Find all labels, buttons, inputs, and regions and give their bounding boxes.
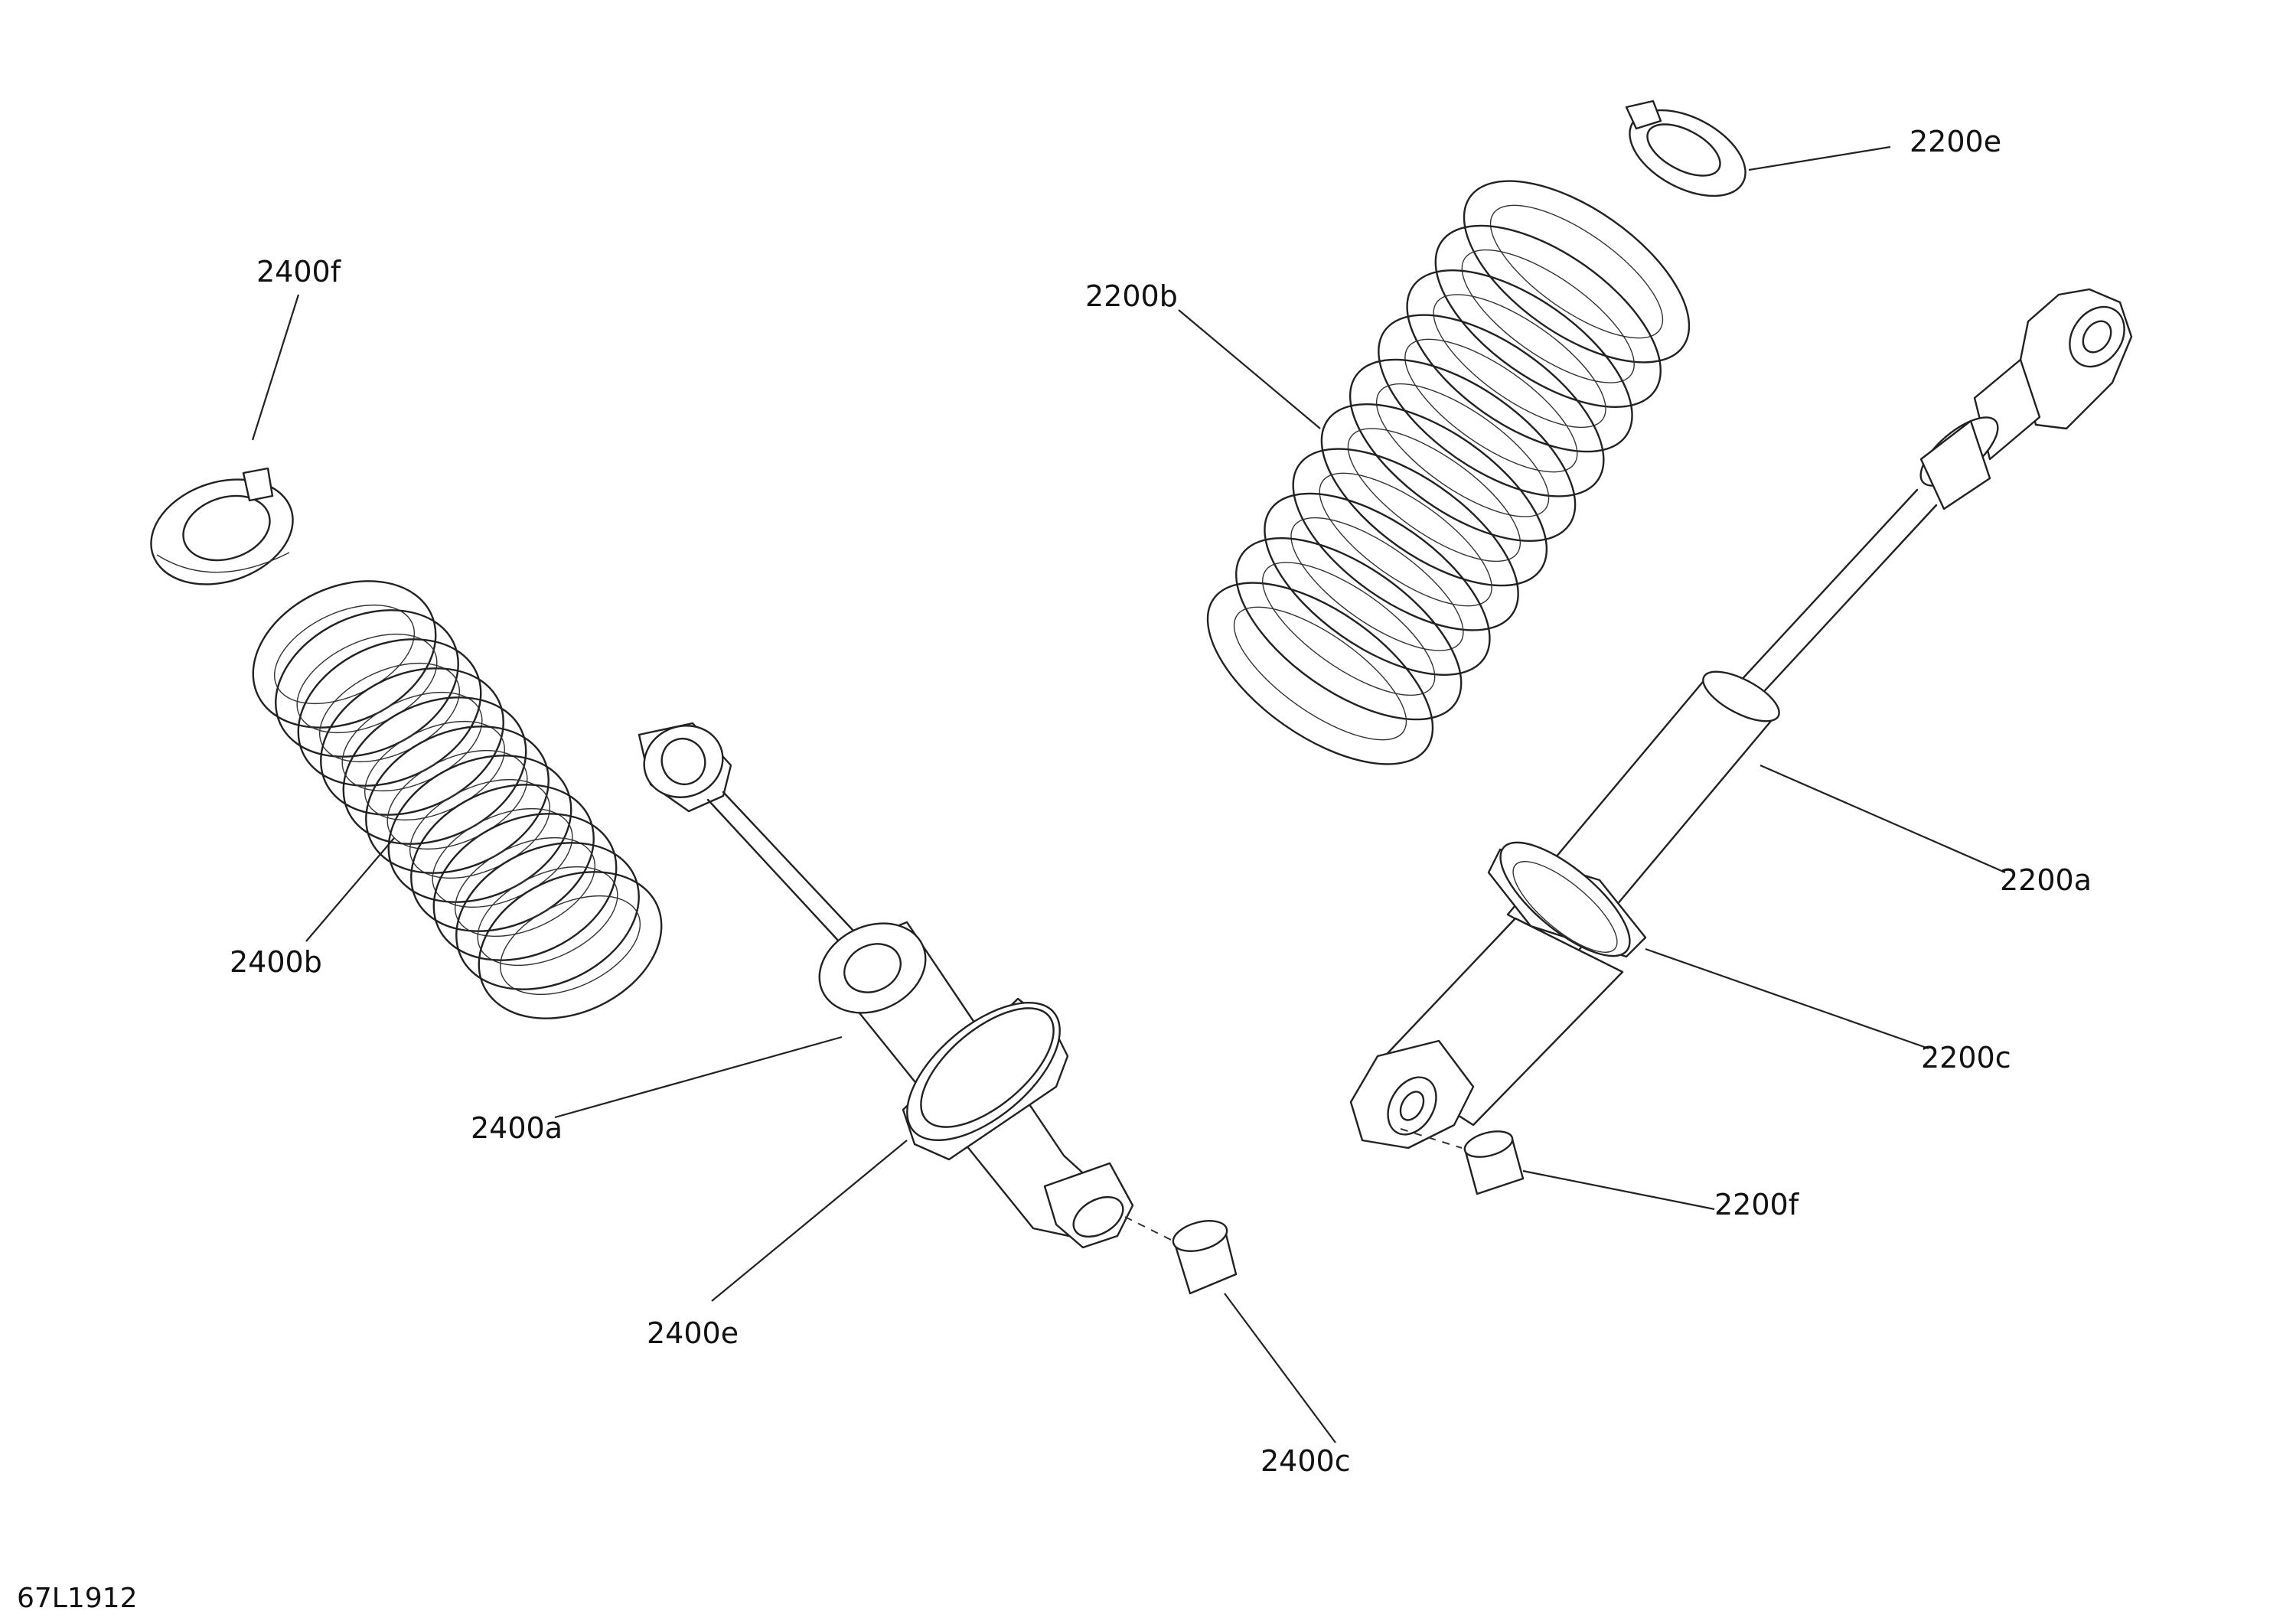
leader-lines	[251, 145, 2006, 1443]
spring-coil-inner	[1319, 472, 1492, 607]
callout-2200e: 2200e	[1910, 125, 2001, 158]
leader-2400a	[554, 1035, 843, 1119]
spring-coil-inner	[477, 866, 618, 967]
part-2200f-bushing	[1400, 1128, 1525, 1195]
leader-2200f	[1522, 1169, 1715, 1211]
spring-coil-inner	[1461, 249, 1635, 383]
spring-coil-inner	[296, 633, 438, 734]
spring-coil	[320, 667, 504, 816]
spring-coil-inner	[1233, 606, 1407, 741]
spring-coil-inner	[386, 749, 528, 850]
callout-2200c: 2200c	[1921, 1041, 2011, 1075]
leader-2400e	[711, 1140, 908, 1302]
spring-coil-inner	[1290, 517, 1464, 651]
spring-coil-inner	[1404, 338, 1578, 473]
part-2200b-coil-spring	[1206, 180, 1691, 765]
spring-coil	[1378, 314, 1605, 497]
spring-coil	[1434, 224, 1662, 408]
leader-2400c	[1224, 1293, 1336, 1443]
callout-2200f: 2200f	[1714, 1188, 1800, 1221]
part-2200c-adjuster-collar	[1512, 861, 1618, 953]
spring-coil-inner	[1375, 383, 1550, 517]
spring-coil	[275, 609, 459, 758]
callout-labels: 2400f 2400b 2400a 2400e 2400c 2200e 2200…	[230, 125, 2092, 1478]
spring-coil-inner	[432, 807, 573, 908]
callout-2400f: 2400f	[256, 255, 342, 289]
part-2400a-shock-body	[638, 722, 1134, 1249]
spring-coil-inner	[1433, 294, 1606, 429]
spring-coil-inner	[499, 895, 641, 996]
part-2200a-shock-body	[1349, 288, 2133, 1150]
spring-coil-inner	[1262, 562, 1436, 696]
spring-coil-inner	[1489, 204, 1664, 339]
spring-coil	[1235, 537, 1463, 721]
leader-2400b	[305, 837, 395, 942]
part-2200e-retainer-ring	[1625, 99, 1746, 197]
part-2400f-retainer-ring	[150, 467, 294, 585]
spring-coil-inner	[454, 836, 596, 938]
spring-coil	[1320, 403, 1548, 587]
leader-2200b	[1178, 309, 1321, 429]
spring-coil	[387, 755, 572, 903]
spring-coil-inner	[1347, 428, 1521, 563]
leader-2200a	[1760, 764, 2006, 874]
leader-2400f	[251, 294, 300, 441]
spring-coil-inner	[273, 604, 416, 705]
spring-coil	[455, 842, 640, 990]
spring-coil	[1406, 269, 1633, 453]
spring-coil-inner	[364, 720, 506, 821]
spring-coil	[342, 696, 527, 845]
drawing-number: 67L1912	[17, 1583, 137, 1614]
spring-coil	[297, 638, 482, 787]
spring-coil	[1349, 358, 1577, 542]
part-2400b-coil-spring	[252, 580, 663, 1019]
spring-coil	[478, 871, 663, 1019]
callout-2200b: 2200b	[1085, 279, 1178, 313]
part-2400c-bushing	[1124, 1216, 1238, 1295]
spring-coil	[365, 726, 550, 874]
leader-2200c	[1645, 947, 1929, 1050]
spring-coil	[410, 784, 595, 932]
leader-2200e	[1748, 145, 1891, 171]
callout-2400a: 2400a	[471, 1111, 563, 1145]
spring-coil	[432, 813, 618, 961]
spring-coil	[1463, 180, 1691, 364]
spring-coil	[1292, 448, 1519, 631]
callout-2200a: 2200a	[2000, 863, 2092, 897]
spring-coil	[1206, 582, 1434, 765]
spring-coil	[1264, 492, 1491, 676]
callout-2400e: 2400e	[647, 1316, 739, 1350]
spring-coil-inner	[318, 662, 461, 763]
spring-coil	[252, 580, 437, 729]
spring-coil-inner	[409, 778, 551, 879]
spring-coil-inner	[341, 691, 483, 792]
callout-2400c: 2400c	[1261, 1444, 1351, 1478]
callout-2400b: 2400b	[230, 945, 322, 979]
